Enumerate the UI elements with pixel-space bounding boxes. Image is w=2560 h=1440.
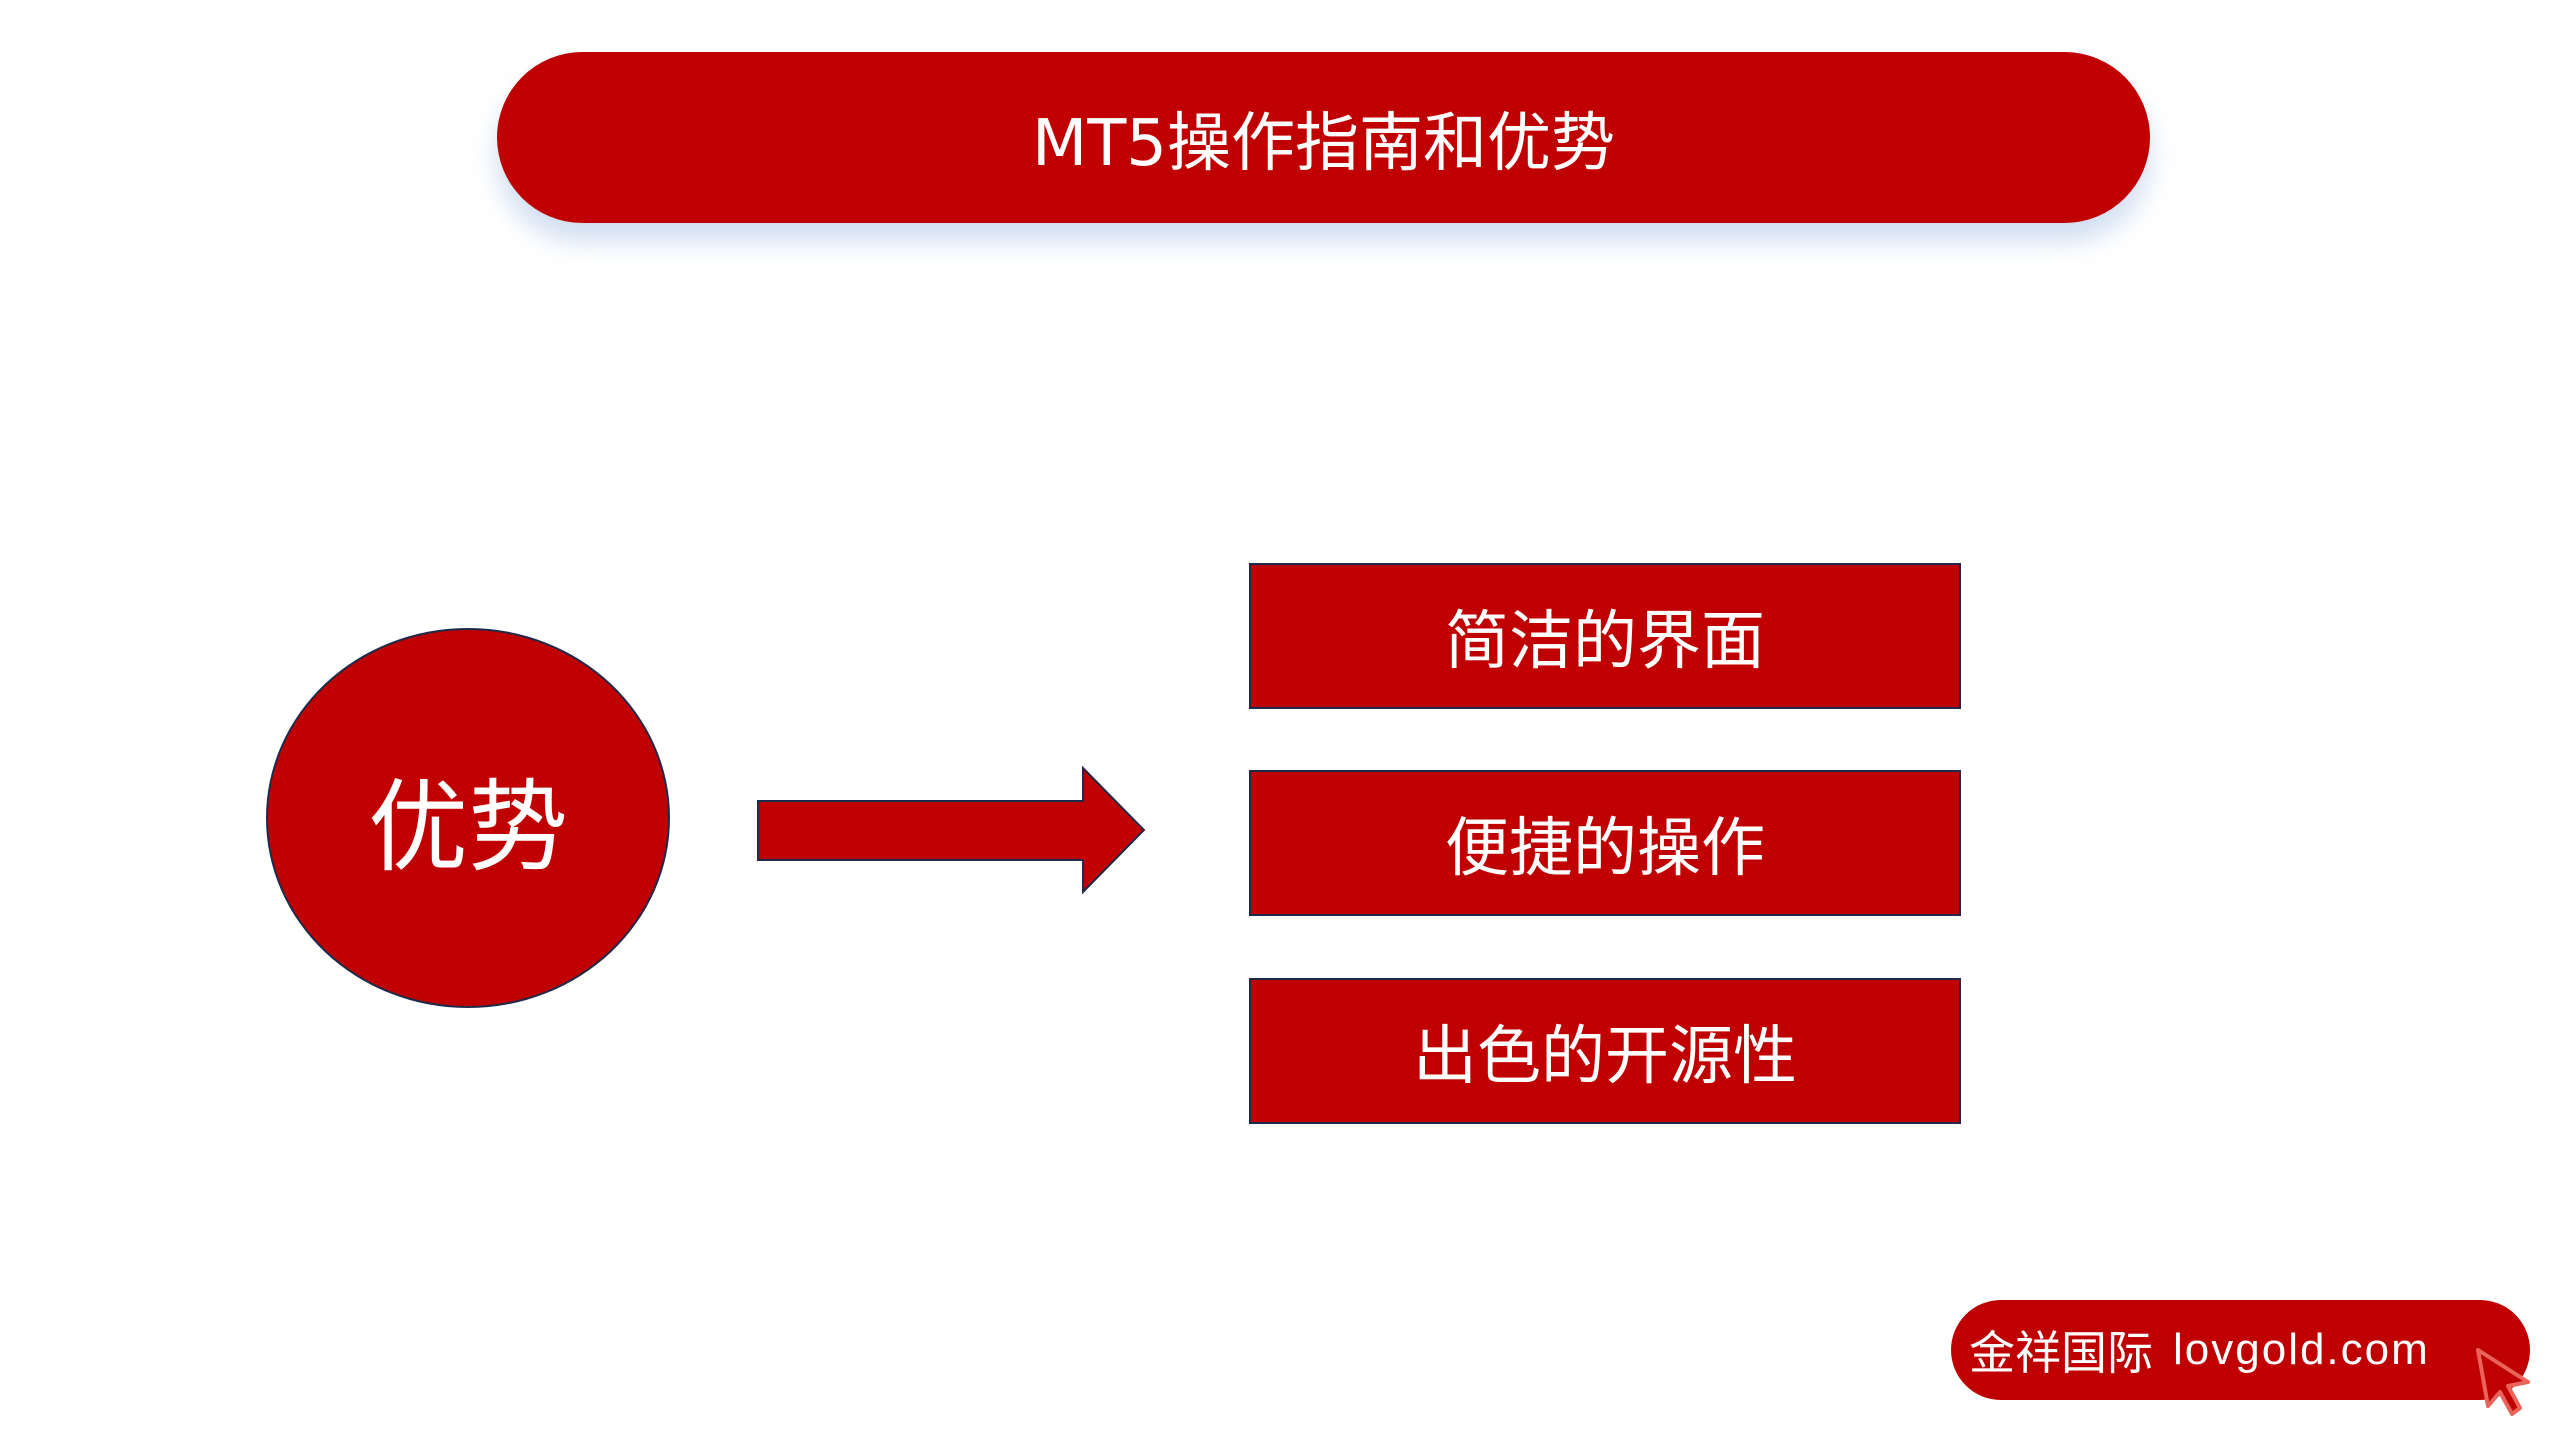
advantage-label: 简洁的界面 — [1445, 605, 1765, 679]
brand-logo[interactable]: 金祥国际 lovgold.com — [1951, 1300, 2530, 1400]
advantage-label: 出色的开源性 — [1413, 1020, 1797, 1094]
advantage-box-2: 便捷的操作 — [1249, 770, 1961, 916]
advantage-box-1: 简洁的界面 — [1249, 563, 1961, 709]
advantage-box-3: 出色的开源性 — [1249, 978, 1961, 1124]
advantage-circle: 优势 — [266, 628, 670, 1008]
advantage-label: 便捷的操作 — [1445, 812, 1765, 886]
circle-label: 优势 — [368, 768, 568, 886]
brand-name: 金祥国际 — [1969, 1326, 2153, 1380]
right-arrow-icon — [757, 766, 1146, 895]
title-banner: MT5操作指南和优势 — [497, 52, 2150, 223]
title-text: MT5操作指南和优势 — [1031, 106, 1616, 181]
brand-url: lovgold.com — [2173, 1325, 2430, 1374]
cursor-icon — [2476, 1348, 2530, 1416]
